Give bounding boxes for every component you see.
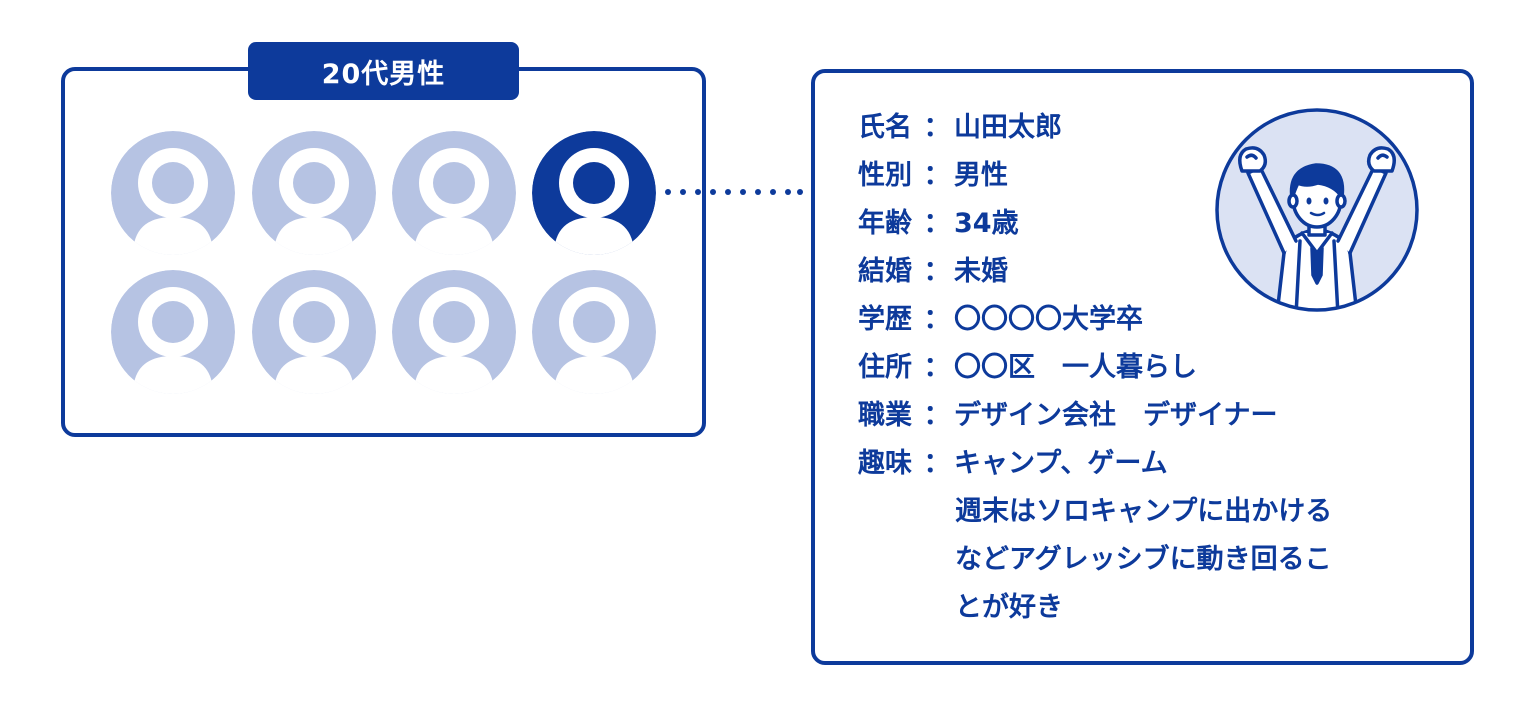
profile-field-education: 学歴 ：〇〇〇〇大学卒	[858, 306, 1143, 333]
field-key: 性別	[858, 160, 912, 191]
profile-field-age: 年齢 ：34歳	[858, 210, 1019, 237]
hobby-detail-line: などアグレッシブに動き回るこ	[955, 544, 1332, 575]
man-raising-arms-icon	[1215, 108, 1419, 312]
profile-field-hobby: 趣味 ：キャンプ、ゲーム	[858, 450, 1168, 477]
field-key: 趣味	[858, 448, 912, 479]
profile-field-marital: 結婚 ：未婚	[858, 258, 1008, 285]
person-icon	[111, 131, 235, 255]
hobby-detail-line: 週末はソロキャンプに出かける	[955, 496, 1333, 527]
dotted-connector	[665, 189, 803, 195]
field-value: 男性	[954, 160, 1008, 191]
person-icon	[111, 270, 235, 394]
person-icon	[252, 270, 376, 394]
field-key: 結婚	[858, 256, 912, 287]
field-key: 年齢	[858, 208, 912, 239]
field-key: 職業	[858, 400, 912, 431]
field-key: 住所	[858, 352, 912, 383]
field-separator: ：	[923, 256, 951, 287]
person-icon	[392, 270, 516, 394]
selected-person-icon	[532, 131, 656, 255]
field-value: 〇〇〇〇大学卒	[954, 304, 1143, 335]
profile-field-name: 氏名 ：山田太郎	[858, 114, 1062, 141]
field-value: キャンプ、ゲーム	[954, 448, 1168, 479]
person-icon	[252, 131, 376, 255]
field-value: 〇〇区 一人暮らし	[954, 352, 1197, 383]
field-separator: ：	[923, 112, 951, 143]
field-separator: ：	[923, 160, 951, 191]
profile-field-occupation: 職業 ：デザイン会社 デザイナー	[858, 402, 1277, 429]
field-key: 氏名	[858, 112, 912, 143]
field-value: 34歳	[954, 208, 1019, 239]
field-key: 学歴	[858, 304, 912, 335]
field-separator: ：	[923, 304, 951, 335]
field-value: 未婚	[954, 256, 1008, 287]
profile-field-address: 住所 ：〇〇区 一人暮らし	[858, 354, 1197, 381]
group-label: 20代男性	[248, 42, 519, 100]
field-value: 山田太郎	[954, 112, 1062, 143]
field-separator: ：	[923, 208, 951, 239]
field-separator: ：	[923, 448, 951, 479]
person-icon	[532, 270, 656, 394]
profile-field-gender: 性別 ：男性	[858, 162, 1008, 189]
field-value: デザイン会社 デザイナー	[954, 400, 1278, 431]
field-separator: ：	[923, 400, 951, 431]
field-separator: ：	[923, 352, 951, 383]
person-icon	[392, 131, 516, 255]
hobby-detail-line: とが好き	[955, 592, 1063, 623]
